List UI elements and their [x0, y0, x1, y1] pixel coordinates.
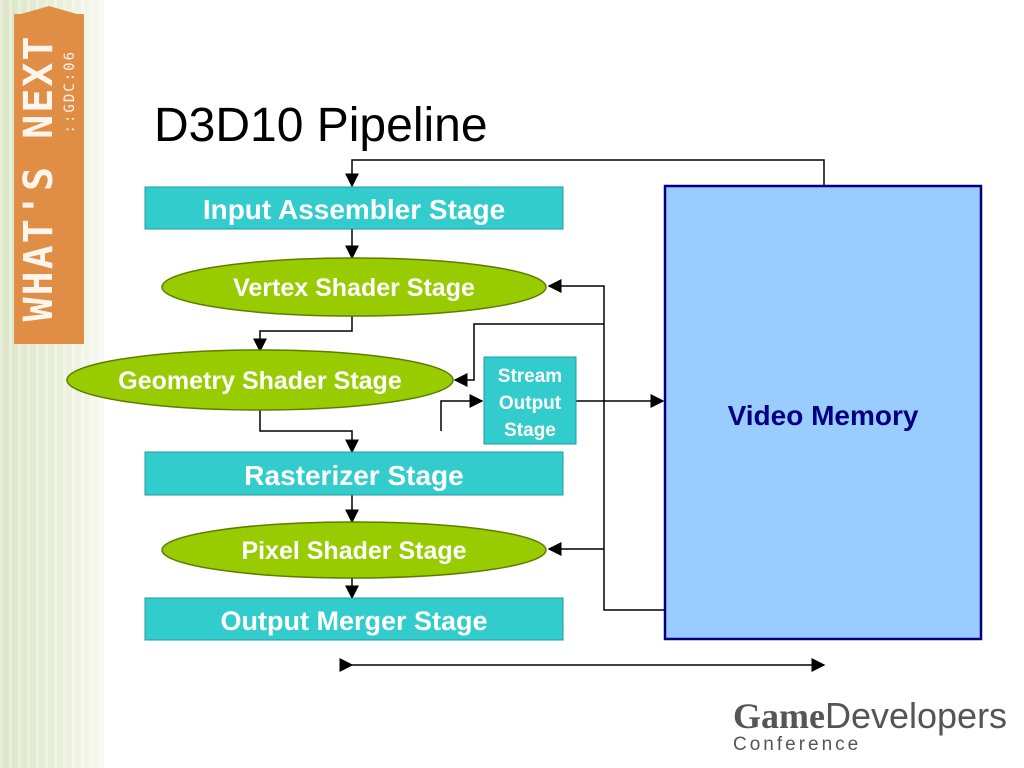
vertex-shader-label: Vertex Shader Stage [233, 274, 475, 302]
input-assembler-stage [144, 186, 564, 230]
gdc-banner [14, 14, 84, 344]
stream-output-stage [483, 356, 577, 445]
input-assembler-label: Input Assembler Stage [203, 194, 505, 225]
stream-output-label-line-1: Stream [498, 366, 562, 387]
stream-output-label-line-3: Stage [504, 420, 556, 441]
connector-memory-to-input-assembler [345, 159, 825, 188]
rasterizer-label: Rasterizer Stage [244, 460, 463, 491]
connector-lines [253, 159, 826, 672]
video-memory-block [663, 184, 983, 641]
geometry-shader-label: Geometry Shader Stage [118, 367, 402, 395]
pixel-shader-label: Pixel Shader Stage [241, 537, 466, 565]
pixel-shader-stage [161, 521, 547, 579]
logo-developers: Developers [824, 695, 1008, 736]
connector-memory-to-geometry [453, 323, 604, 387]
connector-geometry-to-rasterizer [259, 409, 359, 454]
output-merger-label: Output Merger Stage [220, 606, 487, 636]
logo-game: Game [733, 696, 825, 736]
connector-geometry-to-stream-output [440, 394, 484, 431]
geometry-shader-stage [66, 349, 454, 411]
connector-vertex-to-geometry [253, 315, 353, 353]
connector-memory-read-bus [547, 279, 665, 611]
output-merger-stage [144, 597, 564, 641]
gdc-logo: GameDevelopers Conference [733, 696, 1007, 756]
stream-output-label-line-2: Output [499, 393, 562, 414]
logo-wordmark: GameDevelopers [733, 695, 1008, 737]
logo-conference: Conference [733, 734, 862, 755]
banner-notch [14, 6, 84, 16]
slide-title: D3D10 Pipeline [154, 99, 488, 152]
rasterizer-stage [144, 451, 564, 496]
video-memory-label: Video Memory [728, 400, 919, 431]
vertex-shader-stage [161, 257, 547, 317]
